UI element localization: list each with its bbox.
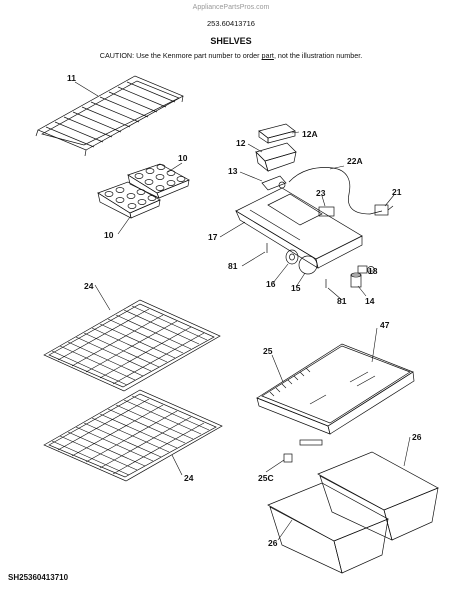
callout-18: 18 bbox=[368, 266, 378, 276]
wire-harness-22a[interactable] bbox=[288, 167, 383, 215]
callout-14: 14 bbox=[365, 296, 375, 306]
control-part-12a[interactable] bbox=[258, 123, 296, 144]
callout-25c: 25C bbox=[258, 473, 274, 483]
light-bulb-15[interactable] bbox=[298, 255, 318, 275]
ice-tray-upper-10[interactable] bbox=[127, 163, 190, 199]
control-housing-12[interactable] bbox=[255, 142, 297, 172]
callout-24-upper: 24 bbox=[84, 281, 94, 291]
light-socket-16[interactable] bbox=[285, 249, 299, 265]
wire-shelf-24-upper[interactable] bbox=[43, 299, 221, 392]
callout-16: 16 bbox=[266, 279, 276, 289]
callout-24-lower: 24 bbox=[184, 473, 194, 483]
shelf-frame-25[interactable] bbox=[256, 343, 415, 435]
section-title: SHELVES bbox=[210, 36, 252, 46]
caution-link-part[interactable]: part bbox=[261, 51, 274, 60]
callout-15: 15 bbox=[291, 283, 301, 293]
glass-shelf-47[interactable] bbox=[261, 345, 411, 424]
diagram-id: SH25360413710 bbox=[8, 573, 69, 582]
wire-shelf-11[interactable] bbox=[35, 75, 184, 157]
callout-10-upper: 10 bbox=[178, 153, 188, 163]
caution-text-1: CAUTION: Use the Kenmore part number to … bbox=[99, 51, 262, 60]
crisper-drawer-26-rear[interactable] bbox=[317, 451, 439, 541]
model-part-number: 253.60413716 bbox=[207, 19, 255, 28]
crisper-drawer-26-front[interactable] bbox=[267, 482, 389, 574]
callout-22a: 22A bbox=[347, 156, 363, 166]
crisper-cover-25c[interactable] bbox=[283, 439, 323, 463]
callout-leaders bbox=[74, 81, 411, 541]
callout-21: 21 bbox=[392, 187, 402, 197]
callout-47: 47 bbox=[380, 320, 390, 330]
callout-10-lower: 10 bbox=[104, 230, 114, 240]
site-watermark: AppliancePartsPros.com bbox=[192, 4, 270, 11]
callout-11: 11 bbox=[67, 73, 76, 83]
callout-13: 13 bbox=[228, 166, 238, 176]
switch-18[interactable] bbox=[357, 265, 375, 274]
callout-81-lower: 81 bbox=[337, 296, 347, 306]
caution-text-2: , not the illustration number. bbox=[273, 51, 363, 60]
knob-14[interactable] bbox=[350, 272, 362, 288]
callout-12a: 12A bbox=[302, 129, 318, 139]
callout-26-right: 26 bbox=[412, 432, 422, 442]
callout-81-upper: 81 bbox=[228, 261, 238, 271]
ice-tray-lower-10[interactable] bbox=[97, 181, 161, 219]
callout-26-left: 26 bbox=[268, 538, 278, 548]
callout-23: 23 bbox=[316, 188, 326, 198]
control-housing-17[interactable] bbox=[235, 187, 363, 269]
wire-shelf-24-lower[interactable] bbox=[43, 389, 223, 482]
caution-notice: CAUTION: Use the Kenmore part number to … bbox=[0, 51, 462, 60]
callout-12: 12 bbox=[236, 138, 246, 148]
callout-17: 17 bbox=[208, 232, 218, 242]
light-switch-21[interactable] bbox=[374, 204, 394, 216]
thermostat-23[interactable] bbox=[318, 206, 335, 217]
callout-25: 25 bbox=[263, 346, 273, 356]
